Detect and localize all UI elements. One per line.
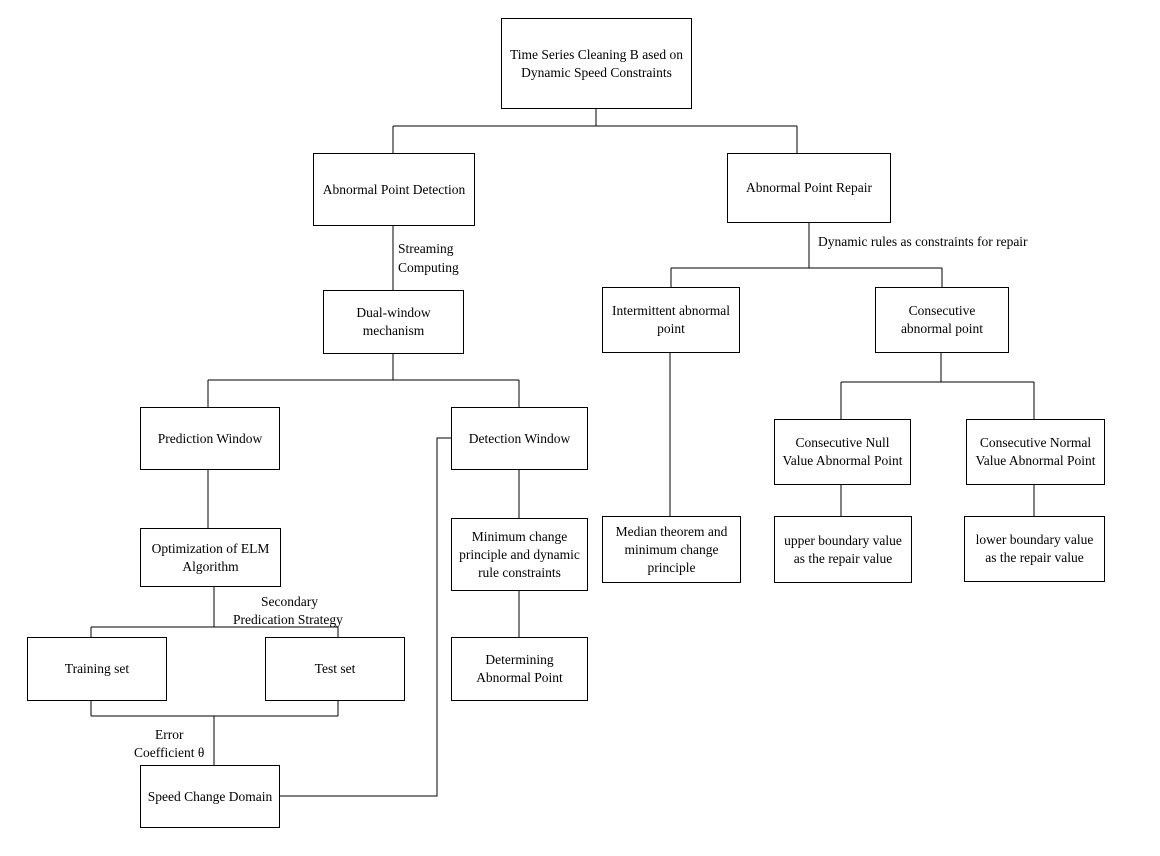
- node-abnormal-point-repair: Abnormal Point Repair: [727, 153, 891, 223]
- node-upper-boundary: upper boundary value as the repair value: [774, 516, 912, 583]
- node-abnormal-point-detection: Abnormal Point Detection: [313, 153, 475, 226]
- node-lower-boundary: lower boundary value as the repair value: [964, 516, 1105, 582]
- connector-speed-detection: [279, 437, 451, 797]
- node-minimum-change-rules: Minimum change principle and dynamic rul…: [451, 518, 588, 591]
- label-coefficient: Coefficient θ: [134, 745, 205, 760]
- node-training-set: Training set: [27, 637, 167, 701]
- node-consecutive-abnormal-point: Consecutive abnormal point: [875, 287, 1009, 353]
- node-test-set: Test set: [265, 637, 405, 701]
- node-detection-window: Detection Window: [451, 407, 588, 470]
- node-determining-abnormal-point: Determining Abnormal Point: [451, 637, 588, 701]
- node-consecutive-null-value: Consecutive Null Value Abnormal Point: [774, 419, 911, 485]
- node-dual-window: Dual-window mechanism: [323, 290, 464, 354]
- label-streaming: Streaming: [398, 241, 454, 256]
- node-prediction-window: Prediction Window: [140, 407, 280, 470]
- label-secondary: Secondary: [261, 594, 318, 609]
- node-intermittent-abnormal-point: Intermittent abnormal point: [602, 287, 740, 353]
- node-speed-change-domain: Speed Change Domain: [140, 765, 280, 828]
- label-error: Error: [155, 727, 184, 742]
- label-predication-strategy: Predication Strategy: [233, 612, 343, 627]
- label-dynamic-rules: Dynamic rules as constraints for repair: [818, 234, 1028, 249]
- label-computing: Computing: [398, 260, 459, 275]
- node-consecutive-normal-value: Consecutive Normal Value Abnormal Point: [966, 419, 1105, 485]
- node-median-theorem: Median theorem and minimum change princi…: [602, 516, 741, 583]
- node-optimization-elm: Optimization of ELM Algorithm: [140, 528, 281, 587]
- node-root: Time Series Cleaning B ased on Dynamic S…: [501, 18, 692, 109]
